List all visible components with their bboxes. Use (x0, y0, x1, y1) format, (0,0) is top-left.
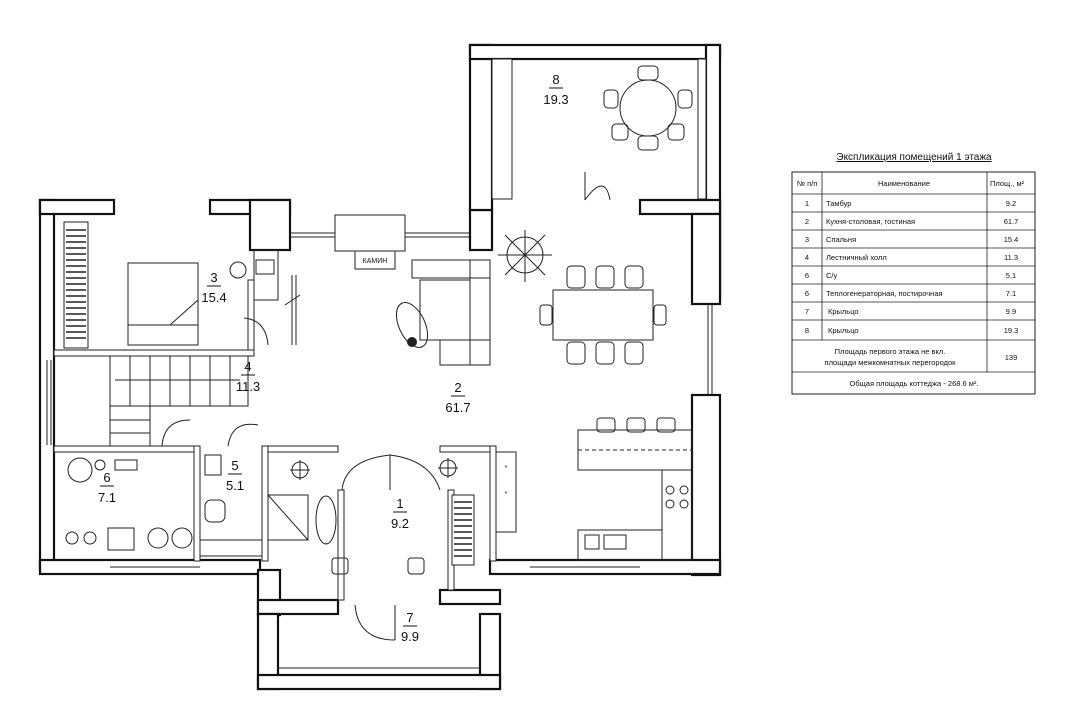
room-area-8: 19.3 (543, 92, 568, 107)
room-number-7: 7 (406, 610, 413, 625)
svg-text:3: 3 (805, 235, 809, 244)
fireplace (334, 214, 406, 252)
table-row: 4 Лестничный холл 11.3 (805, 253, 1018, 262)
furniture: КАМИН (63, 65, 693, 575)
table-row: 8 Крыльцо 19.3 (805, 326, 1018, 335)
svg-text:61.7: 61.7 (1004, 217, 1019, 226)
room-area-4: 11.3 (236, 379, 260, 394)
room-area-2: 61.7 (445, 400, 470, 415)
room-labels: 1 9.2 2 61.7 3 15.4 4 11.3 5 5.1 6 7.1 7… (98, 72, 569, 644)
summary-line-1: Площадь первого этажа не вкл. (835, 347, 946, 356)
exterior-walls (38, 43, 722, 691)
room-area-1: 9.2 (391, 516, 409, 531)
room-number-3: 3 (210, 270, 217, 285)
table-row: 7 Крыльцо 9.9 (805, 307, 1016, 316)
header-num: № п/п (797, 179, 817, 188)
svg-text:9.9: 9.9 (1006, 307, 1016, 316)
table-row: 6 Теплогенераторная, постирочная 7.1 (805, 289, 1016, 298)
bed-furniture (127, 262, 199, 346)
wardrobe (63, 221, 89, 349)
summary-value: 139 (1005, 353, 1018, 362)
svg-text:4: 4 (805, 253, 809, 262)
room-area-7: 9.9 (401, 629, 419, 644)
explication-table: Экспликация помещений 1 этажа № п/п Наим… (791, 152, 1036, 395)
sofa (411, 259, 491, 279)
room-number-6: 6 (103, 470, 110, 485)
svg-text:1: 1 (805, 199, 809, 208)
svg-text:Крыльцо: Крыльцо (828, 326, 859, 335)
summary-line-2: площади межкомнатных перегородок (825, 358, 957, 367)
table-row: 2 Кухня-столовая, гостиная 61.7 (805, 217, 1018, 226)
door-swings (161, 172, 611, 641)
svg-text:Спальня: Спальня (826, 235, 856, 244)
interior-walls (53, 279, 497, 601)
svg-text:6: 6 (805, 271, 809, 280)
room-area-5: 5.1 (226, 478, 244, 493)
room-number-4: 4 (244, 359, 251, 374)
header-area: Площ., м² (990, 179, 1025, 188)
svg-text:8: 8 (805, 326, 809, 335)
svg-text:11.3: 11.3 (1004, 253, 1018, 262)
svg-text:7: 7 (805, 307, 809, 316)
svg-text:19.3: 19.3 (1004, 326, 1019, 335)
svg-text:Тамбур: Тамбур (826, 199, 851, 208)
table-row: 6 С/у 5.1 (805, 271, 1016, 280)
svg-text:7.1: 7.1 (1006, 289, 1016, 298)
svg-text:Крыльцо: Крыльцо (828, 307, 859, 316)
svg-text:*: * (505, 465, 508, 472)
room-area-6: 7.1 (98, 490, 116, 505)
svg-text:Лестничный холл: Лестничный холл (826, 253, 887, 262)
svg-text:15.4: 15.4 (1004, 235, 1019, 244)
fireplace-label: КАМИН (363, 258, 388, 265)
total-area: Общая площадь коттеджа - 268.6 м². (849, 379, 978, 388)
room-number-8: 8 (552, 72, 559, 87)
dining-table (552, 289, 654, 341)
svg-text:6: 6 (805, 289, 809, 298)
room-number-2: 2 (454, 380, 461, 395)
svg-text:9.2: 9.2 (1006, 199, 1016, 208)
header-name: Наименование (878, 179, 930, 188)
room-number-5: 5 (231, 458, 238, 473)
svg-text:Кухня-столовая, гостиная: Кухня-столовая, гостиная (826, 217, 915, 226)
svg-text:С/у: С/у (826, 271, 838, 280)
table-row: 1 Тамбур 9.2 (805, 199, 1016, 208)
table-row: 3 Спальня 15.4 (805, 235, 1018, 244)
plant-decor (498, 230, 552, 282)
room-number-1: 1 (396, 496, 403, 511)
table-title: Экспликация помещений 1 этажа (836, 152, 992, 163)
room-area-3: 15.4 (201, 290, 226, 305)
svg-text:5.1: 5.1 (1006, 271, 1016, 280)
svg-text:*: * (505, 491, 508, 498)
svg-text:Теплогенераторная, постирочная: Теплогенераторная, постирочная (826, 289, 943, 298)
svg-text:2: 2 (805, 217, 809, 226)
